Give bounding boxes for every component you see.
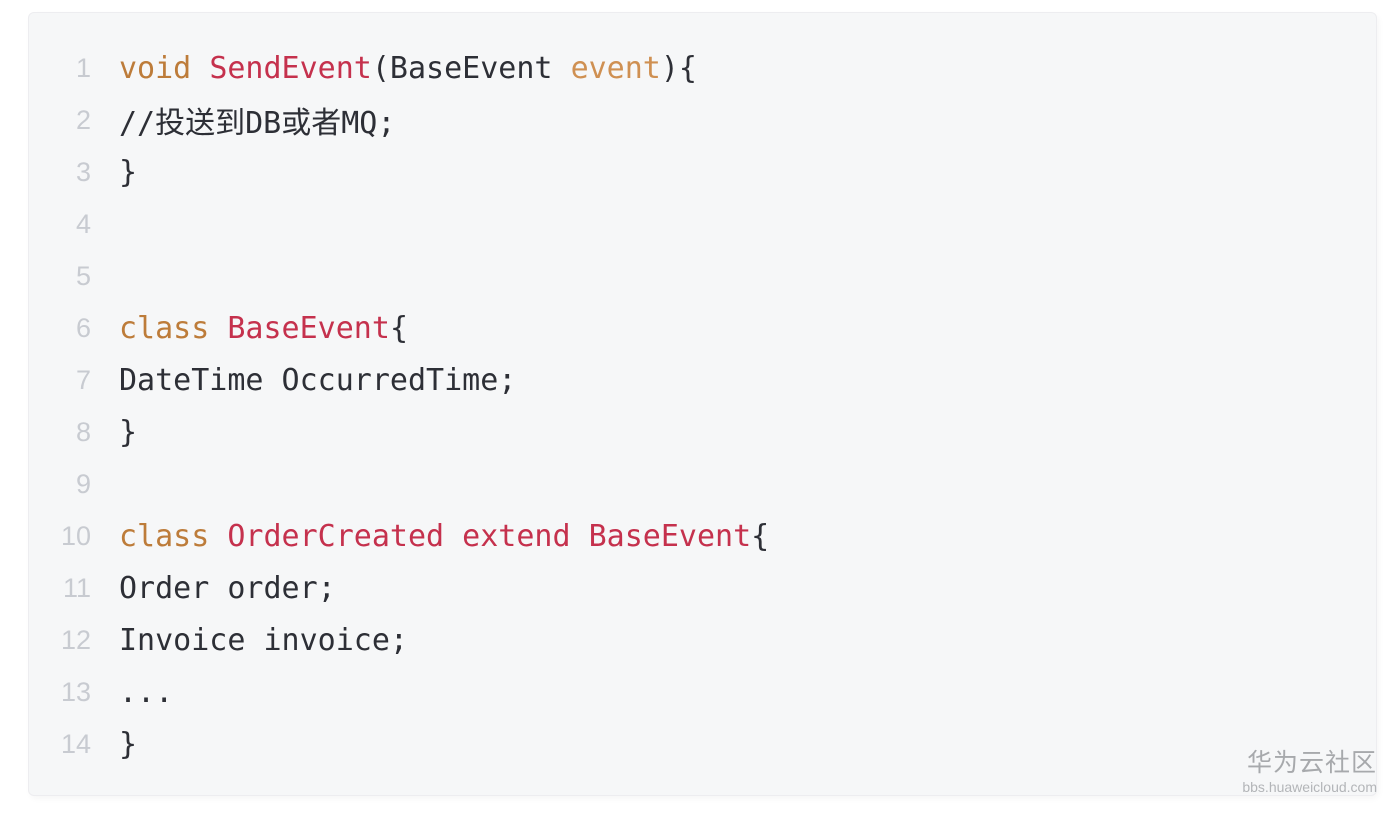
line-number: 11 xyxy=(62,572,91,603)
code-line: 2 //投送到DB或者MQ; xyxy=(29,94,1376,146)
code-token-keyword: class xyxy=(119,310,228,346)
line-number: 1 xyxy=(75,52,91,83)
code-token-plain: ){ xyxy=(660,50,697,86)
code-line: 12 Invoice invoice; xyxy=(29,614,1376,666)
code-line: 14} xyxy=(29,718,1376,770)
line-number: 7 xyxy=(75,364,91,395)
code-token-name: OrderCreated extend BaseEvent xyxy=(227,518,752,554)
line-number: 3 xyxy=(75,156,91,187)
line-content: //投送到DB或者MQ; xyxy=(91,98,395,142)
line-number: 10 xyxy=(60,520,91,551)
code-token-plain: ... xyxy=(119,674,174,710)
code-token-name: SendEvent xyxy=(209,50,372,86)
line-content: } xyxy=(91,155,137,190)
line-number: 5 xyxy=(75,260,91,291)
code-line: 4 xyxy=(29,198,1376,250)
line-content: class OrderCreated extend BaseEvent{ xyxy=(91,519,769,554)
line-content: void SendEvent(BaseEvent event){ xyxy=(91,51,697,86)
code-line: 8} xyxy=(29,406,1376,458)
code-token-keyword: class xyxy=(119,518,228,554)
code-token-keyword: void xyxy=(119,50,210,86)
line-number: 2 xyxy=(75,104,91,135)
line-content: ... xyxy=(91,675,173,710)
code-token-plain: Invoice invoice; xyxy=(119,622,408,658)
code-token-plain: { xyxy=(751,518,770,554)
code-line: 5 xyxy=(29,250,1376,302)
line-number: 4 xyxy=(75,208,91,239)
watermark-subtitle: bbs.huaweicloud.com xyxy=(1242,778,1377,795)
watermark-title: 华为云社区 xyxy=(1246,749,1377,778)
code-token-plain: } xyxy=(119,154,138,190)
line-number: 6 xyxy=(75,312,91,343)
line-number: 9 xyxy=(75,468,91,499)
watermark: 华为云社区 bbs.huaweicloud.com xyxy=(1242,749,1377,795)
code-line: 11 Order order; xyxy=(29,562,1376,614)
code-token-param: event xyxy=(570,50,661,86)
code-token-plain: (BaseEvent xyxy=(371,50,571,86)
line-content: } xyxy=(91,415,137,450)
line-content: DateTime OccurredTime; xyxy=(91,363,516,398)
code-token-plain: DateTime OccurredTime; xyxy=(119,362,517,398)
code-token-plain: } xyxy=(119,414,138,450)
code-token-name: BaseEvent xyxy=(227,310,390,346)
code-token-plain: } xyxy=(119,726,138,762)
code-line: 7 DateTime OccurredTime; xyxy=(29,354,1376,406)
code-token-plain: { xyxy=(389,310,408,346)
line-content: Invoice invoice; xyxy=(91,623,408,658)
code-line: 9 xyxy=(29,458,1376,510)
line-content: class BaseEvent{ xyxy=(91,311,408,346)
line-content: Order order; xyxy=(91,571,336,606)
code-token-plain: //投送到DB或者MQ; xyxy=(119,106,396,141)
line-content: } xyxy=(91,727,137,762)
line-number: 8 xyxy=(75,416,91,447)
code-line: 3} xyxy=(29,146,1376,198)
code-line: 13... xyxy=(29,666,1376,718)
line-number: 12 xyxy=(60,624,91,655)
line-number: 13 xyxy=(60,676,91,707)
line-number: 14 xyxy=(60,728,91,759)
code-token-plain: Order order; xyxy=(119,570,336,606)
